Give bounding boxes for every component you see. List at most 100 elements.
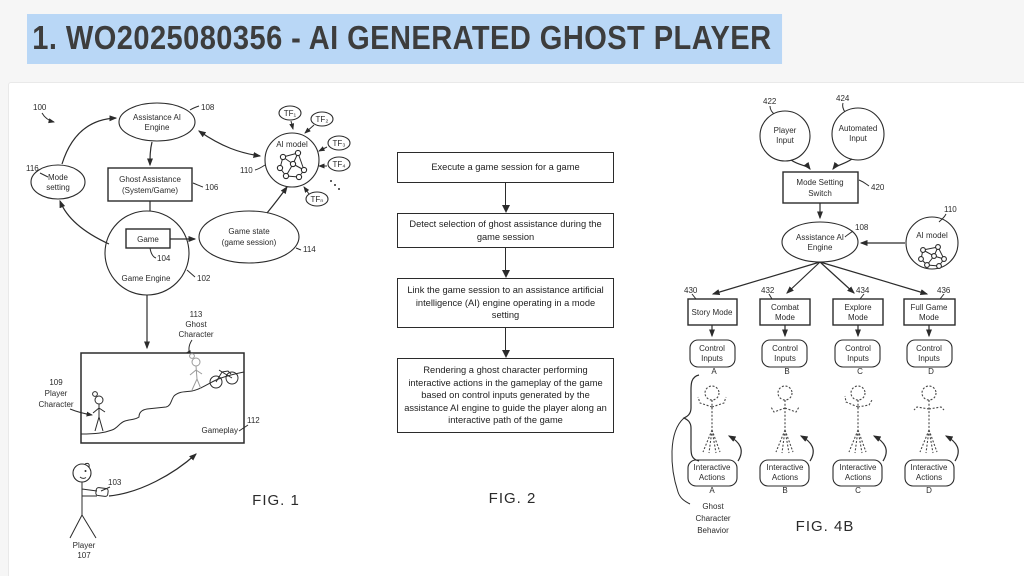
ref-110-4b: 110 (944, 205, 957, 214)
mode-setting-switch-node: Mode Setting Switch 420 (782, 171, 885, 204)
mode-setting-switch-label: Mode Setting (796, 178, 843, 187)
full-game-mode-label2: Mode (919, 313, 940, 322)
control-inputs-a: Control Inputs A (689, 339, 736, 376)
gameplay-screen: Gameplay (80, 352, 245, 444)
letter-d: D (928, 367, 934, 376)
game-controller-icon (95, 487, 109, 497)
flow-arrow (397, 328, 614, 358)
arrow-playerinput-to-switch (790, 159, 811, 170)
neural-network-icon (918, 244, 947, 269)
explore-mode-node: Explore Mode (832, 298, 884, 326)
arrow-engine-to-explore (819, 261, 855, 294)
explore-mode-label2: Mode (848, 313, 869, 322)
fig1-diagram: 100 Assistance AI Engine 108 Mode settin… (26, 102, 351, 560)
arrow-actions-d-to-figure (944, 435, 959, 462)
assistance-ai-engine-label2: Engine (808, 243, 833, 252)
control-inputs-label: Control (845, 344, 871, 353)
full-game-mode-label: Full Game (911, 303, 948, 312)
behavior-leader-line (671, 417, 691, 505)
player-input-label2: Input (776, 136, 795, 145)
combat-mode-label: Combat (771, 303, 800, 312)
flow-step-4: Rendering a ghost character performing i… (397, 358, 614, 433)
automated-input-label2: Input (849, 134, 868, 143)
player-input-node: Player Input (759, 110, 811, 162)
letter-d: D (926, 486, 932, 495)
ref-112-leader (238, 424, 249, 432)
flow-arrow (397, 248, 614, 278)
ghost-assistance-label: Ghost Assistance (119, 175, 181, 184)
control-inputs-label2: Inputs (847, 354, 869, 363)
game-label: Game (137, 235, 159, 244)
interactive-actions-label: Interactive (911, 463, 948, 472)
arrow-engine-aimodel-bidirectional (198, 130, 262, 158)
player-character-callout: 109 Player Character (38, 378, 93, 417)
automated-input-node: Automated Input (831, 107, 885, 161)
arrow-engine-to-story (711, 261, 821, 295)
interactive-actions-label: Interactive (767, 463, 804, 472)
ghost-character-stick-figure-icon (189, 353, 203, 391)
ghost-stick-figure-d-icon (913, 385, 945, 454)
automated-input-label: Automated (839, 124, 878, 133)
player-input-label: Player (774, 126, 797, 135)
interactive-actions-label2: Actions (916, 473, 942, 482)
ref-430: 430 (684, 286, 698, 295)
control-inputs-label2: Inputs (774, 354, 796, 363)
arrow-actions-b-to-figure (799, 435, 814, 462)
fig4b-caption: FIG. 4B (796, 518, 855, 535)
control-inputs-label: Control (772, 344, 798, 353)
letter-a: A (711, 367, 717, 376)
neural-network-icon (276, 149, 308, 181)
ref-114: 114 (303, 245, 316, 254)
slide-header: 1. WO2025080356 - AI GENERATED GHOST PLA… (27, 14, 885, 64)
ref-110: 110 (240, 166, 253, 175)
tf1-label: TF₁ (284, 109, 297, 118)
player-character-stick-figure-icon (92, 391, 106, 432)
ai-model-node-4b: AI model 110 (905, 205, 959, 270)
letter-c: C (855, 486, 861, 495)
bicycle-icon (209, 369, 239, 389)
interactive-actions-label: Interactive (694, 463, 731, 472)
ref-432: 432 (761, 286, 775, 295)
ghost-assistance-node: Ghost Assistance (System/Game) 106 (107, 167, 219, 202)
story-mode-label: Story Mode (692, 308, 733, 317)
interactive-actions-label2: Actions (772, 473, 798, 482)
ai-model-label: AI model (916, 231, 948, 240)
mode-setting-switch-label2: Switch (808, 189, 832, 198)
curly-brace (682, 374, 700, 462)
game-state-label: Game state (228, 227, 270, 236)
arrow-engine-to-fullgame (819, 261, 929, 295)
letter-c: C (857, 367, 863, 376)
ref-108-4b: 108 (855, 223, 869, 232)
game-state-node: Game state (game session) 114 (198, 210, 316, 264)
mode-setting-node: Mode setting 116 (26, 164, 86, 200)
ref-103: 103 (108, 478, 122, 487)
ghost-behavior-label3: Behavior (697, 526, 729, 535)
fig2-flowchart: Execute a game session for a game Detect… (397, 152, 614, 433)
ref-420: 420 (871, 183, 885, 192)
fig1-caption: FIG. 1 (252, 492, 300, 509)
interactive-actions-label2: Actions (845, 473, 871, 482)
flow-step-2: Detect selection of ghost assistance dur… (397, 213, 614, 248)
assistance-ai-engine-node: Assistance AI Engine 108 (118, 102, 215, 142)
arrow-gamestate-to-aimodel (266, 186, 288, 214)
fig4b-diagram: 422 Player Input 424 Automated Input Mod… (671, 94, 959, 535)
control-inputs-label: Control (916, 344, 942, 353)
arrow-automatedinput-to-switch (832, 158, 853, 170)
ref-100: 100 (33, 103, 47, 112)
tf4-label: TF₄ (332, 160, 345, 169)
mode-setting-label2: setting (46, 183, 70, 192)
assistance-ai-engine-node-4b: Assistance AI Engine 108 (781, 221, 869, 263)
ghost-behavior-label: Ghost (702, 502, 724, 511)
letter-b: B (784, 367, 789, 376)
full-game-mode-node: Full Game Mode (903, 298, 956, 326)
control-inputs-label2: Inputs (701, 354, 723, 363)
arrow-engine-to-ghostassist (147, 141, 154, 167)
arrow-engine-to-combat (786, 261, 821, 294)
interactive-actions-b: Interactive Actions B (759, 459, 810, 495)
explore-mode-label: Explore (844, 303, 872, 312)
player-character-label: Player (45, 389, 68, 398)
ghost-behavior-label2: Character (695, 514, 730, 523)
terrain-line (80, 371, 245, 435)
control-inputs-c: Control Inputs C (834, 339, 881, 376)
ref-112: 112 (247, 416, 260, 425)
